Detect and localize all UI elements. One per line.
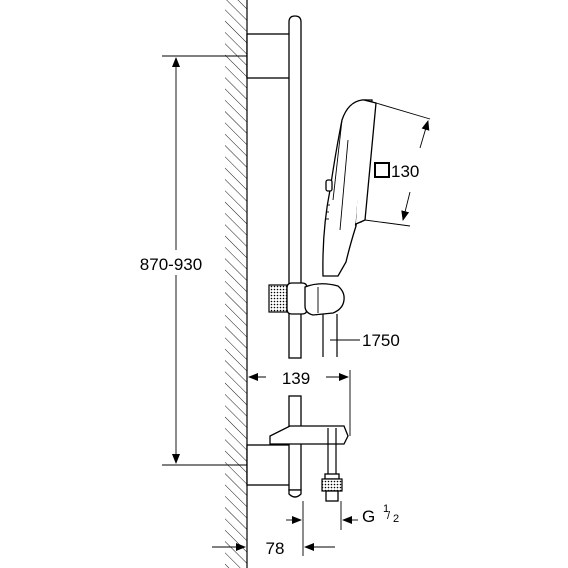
svg-text:/: / [387, 510, 391, 522]
dimension-height: 870-930 [140, 55, 247, 466]
shower-rail-lower [288, 311, 302, 498]
lower-wall-bracket [246, 444, 292, 486]
wall [225, 0, 248, 568]
height-range-label: 870-930 [140, 255, 202, 274]
hose-length-label: 1750 [362, 331, 400, 350]
thread-label: G [362, 507, 375, 526]
upper-wall-bracket [246, 33, 292, 79]
dimension-rail-offset: 78 [212, 530, 335, 558]
dimension-head-size: 130 [364, 102, 431, 227]
wall-outlet-connector [321, 428, 343, 502]
projection-label: 139 [282, 369, 310, 388]
dimension-thread: G 1 / 2 [286, 501, 399, 530]
thread-denominator: 2 [393, 513, 399, 525]
hand-shower [322, 99, 377, 277]
square-size-icon [374, 162, 390, 178]
thread-numerator: 1 [383, 503, 389, 515]
rail-slider [268, 282, 345, 316]
head-size-label: 130 [391, 162, 419, 181]
rail-offset-label: 78 [266, 539, 285, 558]
shower-rail-upper [288, 15, 302, 286]
dimension-hose-length: 1750 [330, 331, 400, 350]
dimension-projection: 139 [248, 369, 351, 436]
shower-hose [322, 314, 338, 357]
